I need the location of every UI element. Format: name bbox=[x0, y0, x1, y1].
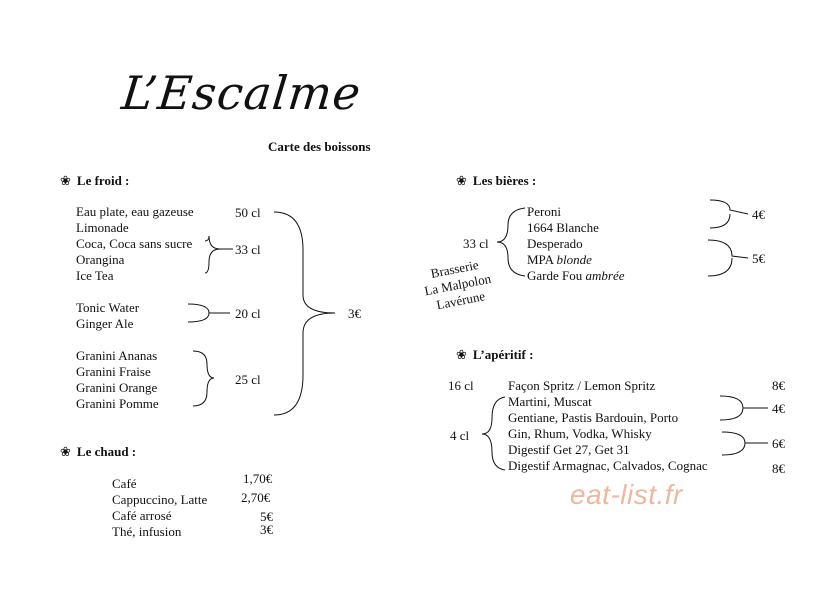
brace-line bbox=[709, 199, 749, 229]
size-label: 33 cl bbox=[235, 242, 261, 257]
list-item: Granini Ananas bbox=[76, 348, 158, 363]
section-heading-aperitif: ❀ L’apéritif : bbox=[456, 347, 533, 363]
brace-line bbox=[496, 207, 526, 277]
list-item: Ginger Ale bbox=[76, 316, 134, 331]
section-label: Le chaud : bbox=[76, 444, 137, 459]
beer-style: ambrée bbox=[585, 268, 625, 283]
list-item: Limonade bbox=[76, 220, 129, 235]
price-label: 3€ bbox=[348, 306, 361, 321]
list-item: Peroni bbox=[527, 204, 561, 219]
hot-drink-name: Cappuccino, Latte bbox=[112, 492, 208, 507]
brace-line bbox=[204, 235, 210, 274]
list-item: Granini Orange bbox=[76, 380, 158, 395]
list-item: Façon Spritz / Lemon Spritz bbox=[508, 378, 656, 393]
brace-line bbox=[208, 235, 233, 263]
list-item: Desperado bbox=[527, 236, 583, 251]
section-label: Le froid : bbox=[76, 173, 130, 188]
flower-icon: ❀ bbox=[60, 173, 71, 188]
list-item: Martini, Muscat bbox=[508, 394, 592, 409]
cold-drinks-group-1: Eau plate, eau gazeuse Limonade Coca, Co… bbox=[76, 204, 194, 284]
hot-drink-name: Café bbox=[112, 476, 137, 491]
price-label: 5€ bbox=[752, 251, 765, 266]
hot-drink-price: 3€ bbox=[260, 522, 273, 537]
section-heading-froid: ❀ Le froid : bbox=[60, 173, 129, 189]
list-item: Orangina bbox=[76, 252, 125, 267]
hot-drink-price: 5€ bbox=[260, 509, 273, 524]
cold-drinks-group-3: Granini Ananas Granini Fraise Granini Or… bbox=[76, 348, 159, 412]
list-item: Tonic Water bbox=[76, 300, 140, 315]
list-item: Garde Fou ambrée bbox=[527, 268, 625, 284]
list-item: Digestif Get 27, Get 31 bbox=[508, 442, 630, 457]
section-heading-bieres: ❀ Les bières : bbox=[456, 173, 536, 189]
price-label: 4€ bbox=[752, 207, 765, 222]
section-label: L’apéritif : bbox=[472, 347, 534, 362]
size-label: 50 cl bbox=[235, 205, 261, 220]
price-label: 8€ bbox=[772, 378, 785, 393]
size-label: 25 cl bbox=[235, 372, 261, 387]
flower-icon: ❀ bbox=[456, 173, 467, 188]
hot-drink-price: 1,70€ bbox=[243, 471, 273, 486]
brace-line bbox=[187, 303, 230, 323]
list-item: Coca, Coca sans sucre bbox=[76, 236, 193, 251]
section-label: Les bières : bbox=[472, 173, 537, 188]
size-label: 33 cl bbox=[463, 236, 489, 251]
beer-style: blonde bbox=[556, 252, 592, 267]
hot-drink-name: Thé, infusion bbox=[112, 524, 182, 539]
aperitif-list: Façon Spritz / Lemon Spritz Martini, Mus… bbox=[508, 378, 708, 474]
menu-subtitle: Carte des boissons bbox=[268, 139, 371, 154]
brace-line bbox=[721, 431, 768, 456]
price-label: 8€ bbox=[772, 461, 785, 476]
beer-name: MPA bbox=[527, 252, 557, 267]
beer-list: Peroni 1664 Blanche Desperado MPA blonde… bbox=[527, 204, 625, 284]
section-heading-chaud: ❀ Le chaud : bbox=[60, 444, 136, 460]
flower-icon: ❀ bbox=[60, 444, 71, 459]
brace-line bbox=[719, 395, 768, 421]
list-item: Gentiane, Pastis Bardouin, Porto bbox=[508, 410, 679, 425]
price-label: 4€ bbox=[772, 401, 785, 416]
hot-drink-price: 2,70€ bbox=[241, 490, 271, 505]
list-item: Granini Pomme bbox=[76, 396, 159, 411]
size-label: 4 cl bbox=[450, 428, 470, 443]
flower-icon: ❀ bbox=[456, 347, 467, 362]
list-item: 1664 Blanche bbox=[527, 220, 599, 235]
beer-name: Garde Fou bbox=[527, 268, 586, 283]
list-item: Gin, Rhum, Vodka, Whisky bbox=[508, 426, 652, 441]
price-label: 6€ bbox=[772, 436, 785, 451]
cold-drinks-group-2: Tonic Water Ginger Ale bbox=[76, 300, 139, 332]
brace-line bbox=[192, 350, 215, 407]
list-item: Eau plate, eau gazeuse bbox=[76, 204, 194, 219]
brace-line bbox=[273, 211, 336, 416]
size-label: 20 cl bbox=[235, 306, 261, 321]
hot-drink-name: Café arrosé bbox=[112, 508, 172, 523]
size-label: 16 cl bbox=[448, 378, 474, 393]
list-item: Digestif Armagnac, Calvados, Cognac bbox=[508, 458, 708, 473]
list-item: MPA blonde bbox=[527, 252, 625, 268]
watermark: eat-list.fr bbox=[570, 479, 683, 510]
brace-line bbox=[481, 396, 506, 471]
list-item: Ice Tea bbox=[76, 268, 114, 283]
brace-line bbox=[707, 239, 749, 277]
list-item: Granini Fraise bbox=[76, 364, 151, 379]
